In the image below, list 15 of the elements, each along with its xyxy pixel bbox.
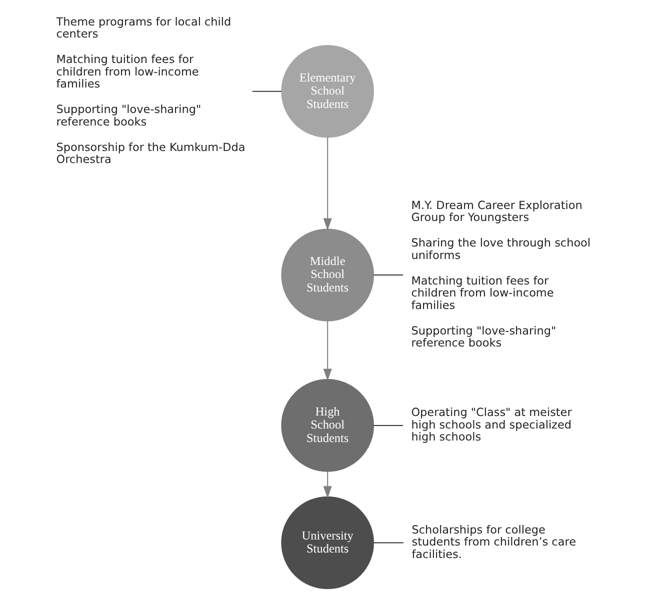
node-text: Operating "Class" at meister high schools and specialized high schools	[411, 406, 572, 444]
node-circle: Elementary School Students	[281, 44, 374, 138]
node-text: Theme programs for local child centers Matching tuition fees for children from low-income families Supporting "love-sharing" reference books Sponsorship for the Kumkum-Dda Orchestra	[56, 15, 246, 166]
node-circle: Middle School Students	[281, 228, 374, 322]
node-circle: University Students	[281, 496, 374, 590]
connector	[374, 542, 404, 544]
node-circle: High School Students	[281, 379, 374, 472]
arrow	[323, 320, 332, 381]
node-text: M.Y. Dream Career Exploration Group for Youngsters Sharing the love through school uniforms Matching tuition fees for children from low-income families Supporting "love-sharing" reference books	[411, 199, 591, 350]
arrow	[323, 471, 332, 498]
node-text: Scholarships for college students from children’s care facilities.	[412, 523, 576, 561]
connector	[252, 90, 282, 92]
arrow	[323, 137, 332, 231]
connector	[374, 274, 403, 276]
connector	[374, 424, 404, 426]
